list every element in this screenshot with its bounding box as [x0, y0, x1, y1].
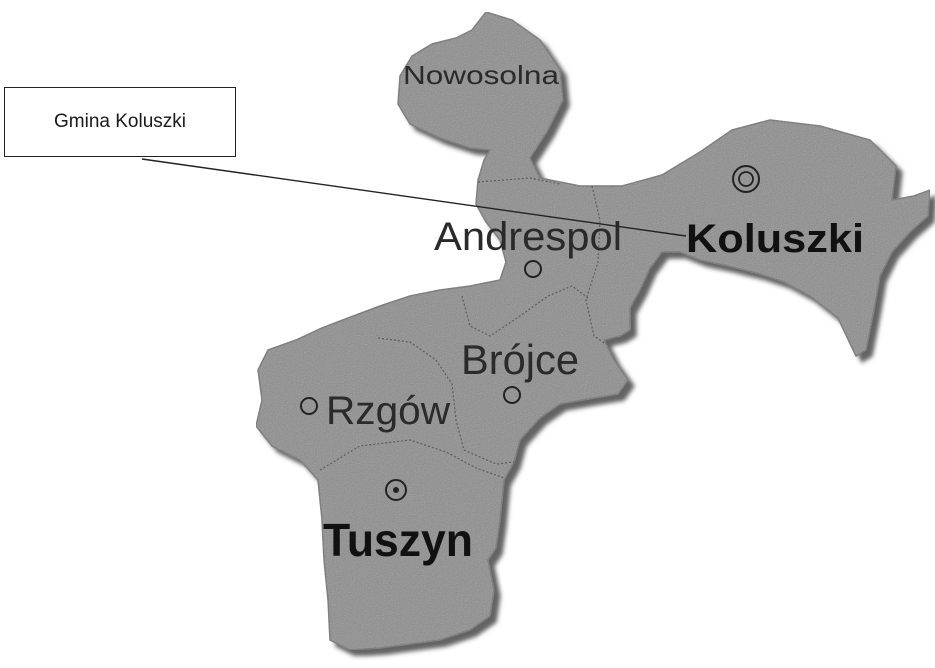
callout-leader-line — [141, 158, 687, 237]
label-brojce: Brójce — [461, 336, 579, 383]
border-nowosolna-andrespol — [477, 177, 561, 185]
label-tuszyn: Tuszyn — [323, 514, 473, 566]
border-andrespol-brojce — [461, 285, 589, 337]
circle-marker-icon — [503, 386, 521, 404]
border-rzgow-tuszyn — [319, 439, 505, 479]
town-markers — [300, 165, 760, 501]
double-circle-marker-icon — [732, 165, 760, 193]
dotted-circle-marker-icon — [385, 479, 407, 501]
callout-box: Gmina Koluszki — [4, 87, 236, 157]
circle-marker-icon — [524, 260, 542, 278]
label-rzgow: Rzgów — [326, 389, 450, 433]
label-nowosolna: Nowosolna — [403, 60, 560, 90]
border-rzgow-brojce — [377, 337, 515, 465]
label-andrespol: Andrespol — [434, 215, 622, 259]
municipal-borders — [319, 177, 607, 479]
callout-label: Gmina Koluszki — [54, 111, 186, 132]
border-andrespol-koluszki — [585, 185, 607, 345]
circle-marker-icon — [300, 397, 318, 415]
label-koluszki: Koluszki — [686, 217, 864, 261]
